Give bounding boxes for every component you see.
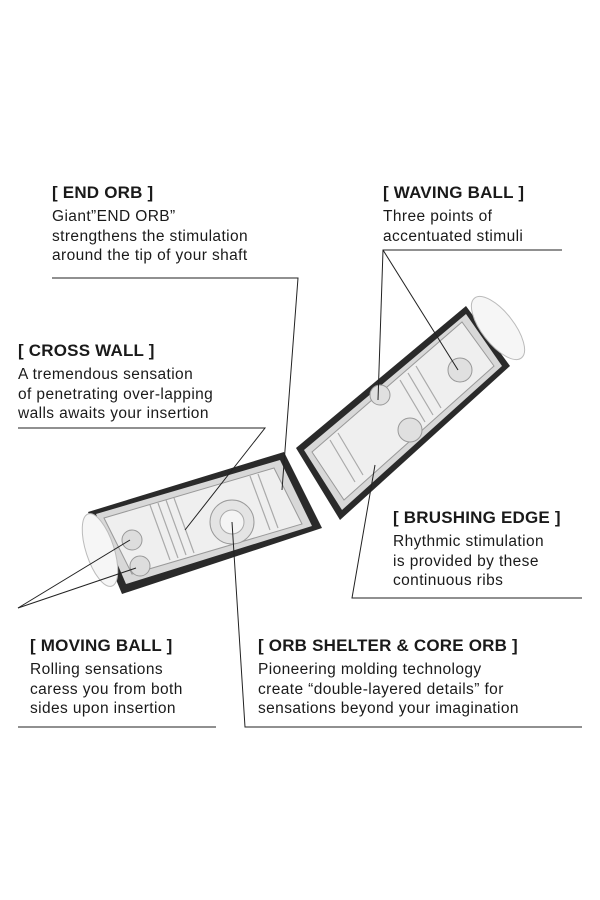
callout-title: [ MOVING BALL ] [30, 636, 173, 655]
callout-line: around the tip of your shaft [52, 247, 248, 264]
callout-orb-shelter: [ ORB SHELTER & CORE ORB ] Pioneering mo… [258, 636, 519, 719]
callout-title: [ ORB SHELTER & CORE ORB ] [258, 636, 518, 655]
left-half-case [81, 452, 322, 594]
callout-line: is provided by these [393, 552, 539, 570]
callout-line: continuous ribs [393, 572, 504, 589]
callout-line: create “double-layered details” for [258, 680, 504, 698]
callout-end-orb: [ END ORB ] Giant”END ORB” strengthens t… [52, 183, 248, 266]
callout-title: [ END ORB ] [52, 183, 154, 202]
right-half-case [296, 295, 526, 520]
callout-title: [ CROSS WALL ] [18, 341, 155, 360]
callout-brushing-edge: [ BRUSHING EDGE ] Rhythmic stimulation i… [393, 508, 561, 591]
leader-lines [17, 249, 582, 728]
callout-line: Giant”END ORB” [52, 208, 176, 225]
callout-line: walls awaits your insertion [18, 405, 209, 422]
callout-line: Rolling sensations [30, 661, 163, 678]
callout-line: accentuated stimuli [383, 227, 524, 245]
callout-line: caress you from both [30, 680, 183, 698]
callout-line: strengthens the stimulation [52, 227, 249, 245]
callout-line: of penetrating over-lapping [18, 385, 214, 403]
callout-line: Rhythmic stimulation [393, 533, 544, 550]
callout-line: sides upon insertion [30, 700, 176, 717]
callout-moving-ball: [ MOVING BALL ] Rolling sensations cares… [30, 636, 183, 719]
callout-title: [ BRUSHING EDGE ] [393, 508, 561, 527]
callout-line: sensations beyond your imagination [258, 700, 519, 717]
callout-cross-wall: [ CROSS WALL ] A tremendous sensation of… [18, 341, 213, 424]
callout-line: Three points of [383, 208, 493, 225]
callout-waving-ball: [ WAVING BALL ] Three points of accentua… [383, 183, 524, 246]
callout-line: A tremendous sensation [18, 366, 194, 383]
callout-line: Pioneering molding technology [258, 661, 482, 678]
callout-title: [ WAVING BALL ] [383, 183, 525, 202]
